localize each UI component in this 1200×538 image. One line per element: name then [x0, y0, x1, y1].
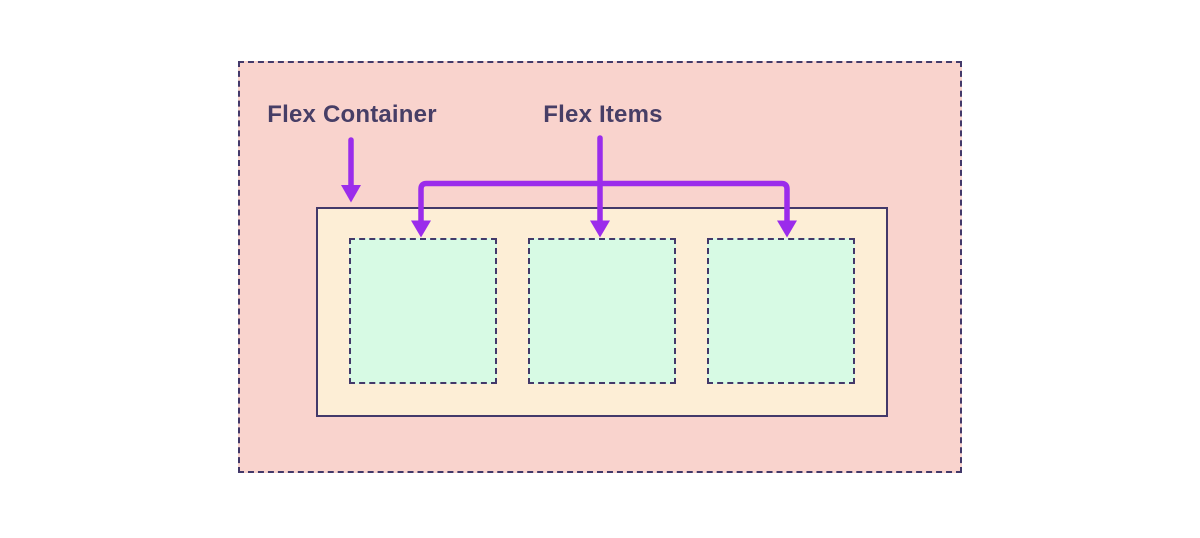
flex-item-1	[349, 238, 497, 384]
flex-item-3	[707, 238, 855, 384]
flex-items-label: Flex Items	[543, 101, 663, 128]
flex-container-box	[316, 207, 888, 417]
flex-item-2	[528, 238, 676, 384]
flex-container-label: Flex Container	[267, 101, 437, 128]
